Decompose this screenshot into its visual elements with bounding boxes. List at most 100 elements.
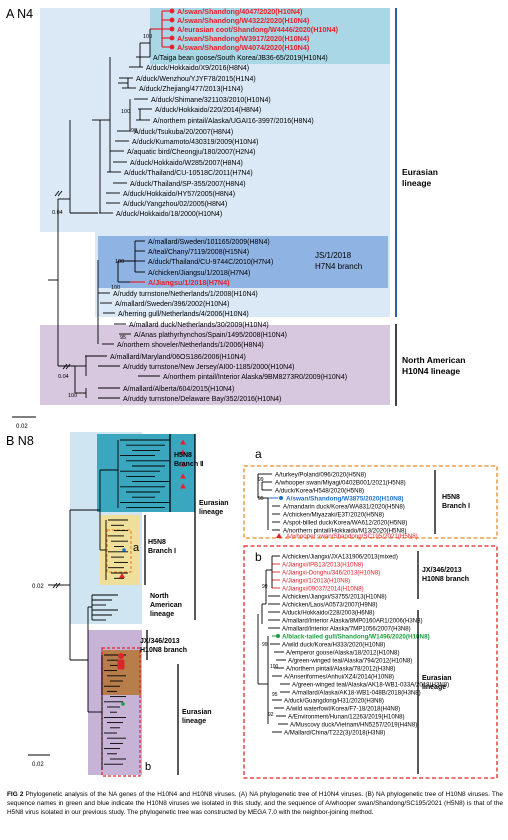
na-label-2: H10N4 lineage [402,366,460,376]
b-h5n8-b1-1: H5N8 [148,539,166,546]
taxon-label: A/chicken/Jiangxi/JXA131906/2013(mixed) [282,554,398,561]
b-na-3: lineage [150,611,174,618]
taxon-label: A/Anseriformes/Anhui/XZ4/2014(H10N8) [284,674,394,681]
red-sample-dot [169,8,175,14]
taxon-label: A/duck/Tsukuba/20/2007(H8N4) [134,129,233,136]
taxon-label: A/duck/Thailand/SP-355/2007(H8N4) [130,181,246,188]
taxon-label: A/green-winged teal/Alaska/AK18-WB1-033A… [292,682,449,689]
taxon-label: A/duck/Hokkaido/220/2014(H8N4) [155,107,261,114]
taxon-label: A/duck/Yangzhou/02/2005(H8N4) [123,201,227,208]
taxon-label: A/mallard/Sweden/101165/2009(H8N4) [148,239,270,246]
break-mark [55,582,61,589]
red-taxon-label: A/swan/Shandong/4047/2020(H10N4) [177,7,303,16]
taxon-label: A/mallard/Interior Alaska/7MP1056/2007(H… [282,626,411,633]
bootstrap-value: 100 [121,109,130,115]
scale-label-a: 0.02 [16,424,28,430]
red-taxon-label: A/swan/Shandong/W4322/2020(H10N4) [177,16,310,25]
bootstrap-value: 100 [115,259,124,265]
taxon-label: A/chicken/Miyazaki/E3T/2020(H5N8) [283,512,384,519]
b-teal-box [97,434,195,512]
taxon-label: A/teal/Chany/7119/2008(H15N4) [148,249,249,256]
taxon-label: A/chicken/Jiangxi/S3755/2013(H10N8) [282,594,387,601]
red-cluster-box [150,8,390,64]
b-na-2: American [150,602,182,609]
taxon-label: A/northern pintail/Hokkaido/M13/2020(H5N… [283,528,406,535]
taxon-label: A/duck/Hokkaido/X9/2016(H8N4) [146,65,249,72]
break-mark [57,190,63,197]
b-h5n8-b1-2: Branch Ⅰ [148,547,176,555]
taxon-label: A/Taiga bean goose/South Korea/JB36-65/2… [153,55,328,62]
red-sample-dot [169,35,175,41]
bootstrap-value: 95 [272,692,278,698]
bootstrap-value: 99 [262,642,268,648]
red-triangle-marker [180,461,186,467]
b-js-2: H10N8 branch [140,647,187,654]
b-js-1: JX/346/2013 [140,638,180,645]
inset-b-js-1: JX/346/2013 [422,567,462,574]
red-triangle-marker [180,473,186,479]
taxon-label: A/duck/Shimane/321103/2010(H10N4) [151,97,271,104]
taxon-label: A/chicken/Laos/A0573/2007(H9N8) [282,602,378,609]
b-h5n8-b2-2: Branch Ⅱ [174,460,204,468]
red-triangle-marker [180,449,186,455]
b-bootstrap-002: 0.02 [32,584,44,590]
b-eurasian-2: lineage [199,509,223,516]
taxon-label: A/Anas plathyrhynchos/Spain/1495/2008(H1… [134,332,287,339]
taxon-label: A/duck/Korea/H548/2020(H5N8) [275,488,364,495]
taxon-label: A/duck/Kumamoto/430319/2009(H10N4) [132,139,258,146]
b-h5n8-b2-1: H5N8 [174,452,192,459]
taxon-label: A/duck/Hokkaido/HY57/2005(H8N4) [123,191,235,198]
red-sample-dot [169,17,175,23]
taxon-label: A/mallard/Maryland/06OS186/2006(H10N4) [110,354,246,361]
blue-sample-dot [279,496,283,500]
inset-b-label: b [255,550,262,564]
taxon-label: A/ruddy turnstone/Netherlands/1/2008(H10… [113,291,258,298]
red-taxon-label: A/swan/Shandong/W4074/2020(H10N4) [177,43,310,52]
scale-label-b: 0.02 [32,762,44,768]
inset-b-eurasian-1: Eurasian [422,675,452,682]
bootstrap-value: 100 [68,393,77,399]
taxon-label: A/ruddy turnstone/New Jersey/AI00-1185/2… [123,364,294,371]
taxon-label: A/duck/Hokkaido/18/2000(H10N4) [116,211,222,218]
panel-b-tree [48,439,186,770]
caption-text: Phylogenetic analysis of the NA genes of… [7,791,503,817]
red-taxon-label: A/swan/Shandong/W3917/2020(H10N4) [177,34,310,43]
bootstrap-value: 98 [131,128,137,134]
bootstrap-value: 0.04 [58,374,69,380]
bootstrap-value: 99 [258,496,264,502]
taxon-label: A/duck/Thailand/CU-10518C/2011(H7N4) [124,170,253,177]
taxon-label: A/turkey/Poland/096/2020(H5N8) [275,472,366,479]
b-box-a-marker [106,529,132,573]
taxon-label: A/duck/Zhejiang/477/2013(H1N4) [139,86,243,93]
inset-a-branch-1: H5N8 [442,494,460,501]
green-sample-dot [121,702,125,706]
panel-b-label: B N8 [6,434,34,448]
na-label-1: North American [402,355,465,365]
taxon-label: A/herring gull/Netherlands/4/2006(H10N4) [118,311,249,318]
red-taxon-label: A/eurasian coot/Shandong/W4446/2020(H10N… [177,25,339,34]
js-red-taxon: A/Jiangsu/1/2018(H7N4) [148,278,230,287]
bootstrap-value: 100 [111,285,120,291]
red-triangle-marker [276,533,282,538]
b-eurasian2-1: Eurasian [182,709,212,716]
red-taxon-label: A/Jiangxi-Donghu/346/2013(H10N8) [282,570,380,577]
b-box-b-letter: b [145,761,151,773]
bootstrap-value: 0.04 [52,210,63,216]
taxon-label: A/mallard/Interior Alaska/8MP0160AR1/200… [282,618,423,625]
taxon-label: A/mallard duck/Netherlands/30/2009(H10N4… [129,322,269,329]
taxon-label: A/chicken/Jiangsu/1/2018(H7N4) [148,270,250,277]
taxon-label: A/mandarin duck/Korea/WA831/2020(H5N8) [283,504,405,511]
b-na-1: North [150,593,169,600]
break-mark [52,582,58,589]
figure-caption: FIG 2 Phylogenetic analysis of the NA ge… [7,790,503,817]
blue-taxon-label: A/swan/Shandong/W3875/2020(H10N8) [286,496,404,503]
red-taxon-label: A/Jiangxi/IPB13/2013(H10N8) [282,562,363,569]
red-sample-dot [169,44,175,50]
break-mark [54,190,60,197]
eurasian-label-2: lineage [402,178,432,188]
taxon-label: A/spot-billed duck/Korea/WA612/2020(H5N8… [283,520,407,527]
panel-a-label: A N4 [6,7,33,21]
taxon-label: A/Muscovy duck/Vietnam/HN5257/2019(H4N8) [290,722,417,729]
red-sample-dot [169,26,175,32]
inset-b-eurasian-2: lineage [422,684,446,691]
